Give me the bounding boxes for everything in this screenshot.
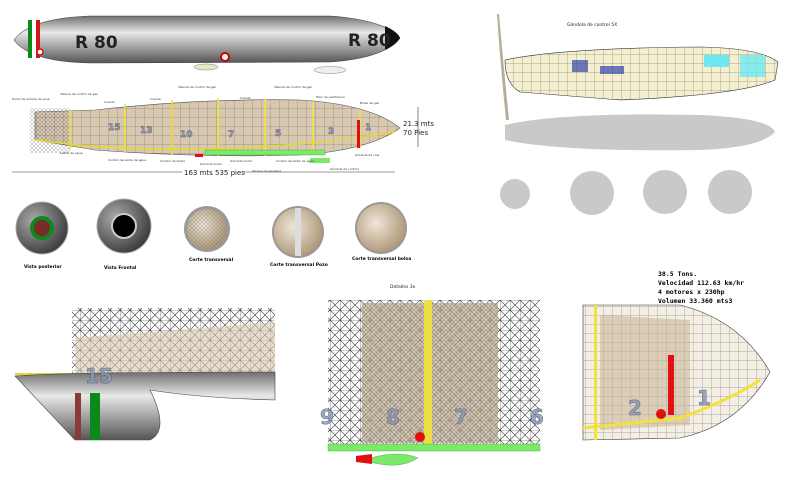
label: 9 (320, 405, 334, 429)
label: Bolsa de gas (360, 101, 380, 105)
roundel-icon (220, 52, 230, 62)
label: 38.5 Tons. (658, 270, 697, 278)
flag-green-stripe (28, 20, 32, 58)
hull-marking-front: R 80 (75, 33, 118, 53)
label: 2 (628, 396, 642, 420)
label: Punto de amarre de proa (12, 97, 50, 101)
label: Lastre de agua (60, 151, 83, 155)
gondola-silhouette (505, 114, 775, 151)
label: 10 (180, 130, 193, 140)
mid-detail: 9 8 7 6 (320, 300, 544, 466)
hull-marking-rear: R 80 (348, 31, 391, 51)
label: Corte transversal (189, 257, 234, 263)
height-dimension-ft: 70 Pies (403, 129, 428, 137)
label: Góndola de control (330, 167, 359, 171)
specs: 38.5 Tons. Velocidad 112.63 km/hr 4 moto… (658, 270, 744, 305)
label: Corte transversal bolsa (352, 256, 411, 262)
propeller-icon (497, 14, 509, 120)
label: Vista posterior (24, 264, 62, 270)
label: Góndola de cola (355, 153, 379, 157)
label: Volumen 33.360 mts3 (658, 297, 732, 305)
label: Cuerda (240, 96, 251, 100)
label: Control de lastre de agua (276, 159, 314, 163)
label: Góndola motor (230, 159, 253, 163)
label: Válvula de control de gas (274, 85, 312, 89)
gondola-icon (193, 63, 219, 71)
label: 13 (140, 126, 153, 136)
label: 7 (454, 405, 468, 429)
label: 5 (275, 129, 281, 139)
control-gondola-detail: Góndola de control 5X (497, 14, 779, 215)
label: 7 (228, 130, 234, 140)
label: 1 (365, 123, 371, 133)
label: Tanque de gasolina (251, 169, 281, 173)
label: Válvula de control de gas (60, 92, 98, 96)
label: Vista Frontal (104, 265, 137, 271)
label: 15 (85, 364, 113, 388)
label: 1 (697, 386, 711, 410)
roundel-icon (36, 48, 44, 56)
label: Cuerda (150, 97, 161, 101)
label: Góndola motor (200, 162, 223, 166)
airship-side-view: R 80 R 80 (13, 15, 401, 74)
label: Velocidad 112.63 km/hr (658, 279, 744, 287)
label: 4 motores x 230hp (658, 288, 725, 296)
label: 8 (386, 405, 400, 429)
gondola-title: Góndola de control 5X (567, 21, 617, 28)
cross-sections: Vista posterior Vista Frontal Corte tran… (15, 198, 411, 271)
label: Tubo de ventilación (315, 95, 345, 99)
keel-corridor (204, 149, 326, 156)
details-title: Detalles 3x (390, 284, 416, 290)
label: Válvula de control de gas (178, 85, 216, 89)
label: Corte transversal Pozo (270, 262, 328, 268)
gondola-icon (313, 66, 347, 74)
label: 6 (530, 405, 544, 429)
label: 15 (108, 123, 121, 133)
nose-detail: 2 1 (582, 304, 771, 441)
tail-detail: 15 (14, 308, 276, 441)
label: 3 (328, 127, 334, 137)
label: Control de lastre (160, 159, 185, 163)
height-dimension: 21.3 mts (403, 120, 434, 128)
length-dimension: 163 mts 535 pies (184, 169, 245, 177)
structure-side-view: 15 13 10 7 5 3 1 Punto de amarre de proa… (12, 85, 434, 177)
label: Control de lastre de agua (108, 158, 146, 162)
label: Cuerda (104, 100, 115, 104)
